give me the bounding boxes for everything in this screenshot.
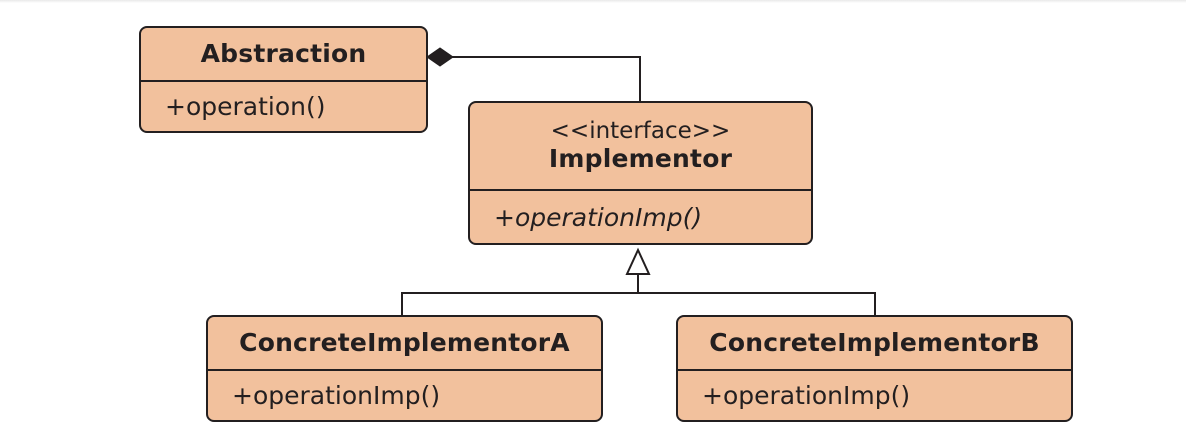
composition-connector [426,47,641,103]
class-implementor[interactable]: <<interface>> Implementor +operationImp(… [468,101,813,245]
composition-diamond [426,47,454,67]
class-name: Implementor [548,143,733,173]
operation-label: +operation() [165,92,326,121]
class-name: Abstraction [200,38,367,68]
composition-line [452,56,641,103]
class-operations: +operationImp() [208,371,601,420]
realization-triangle-arrowhead [625,247,651,275]
operation-label: +operationImp() [702,381,911,410]
class-name: ConcreteImplementorA [239,327,570,357]
class-abstraction[interactable]: Abstraction +operation() [139,26,428,133]
class-header: <<interface>> Implementor [470,103,811,191]
class-header: Abstraction [141,28,426,82]
stereotype-label: <<interface>> [550,118,731,145]
realization-connector [401,247,876,316]
class-header: ConcreteImplementorB [678,317,1071,371]
class-concrete-implementor-a[interactable]: ConcreteImplementorA +operationImp() [206,315,603,422]
class-name: ConcreteImplementorB [709,327,1040,357]
class-header: ConcreteImplementorA [208,317,601,371]
operation-label: +operationImp() [494,202,703,232]
class-concrete-implementor-b[interactable]: ConcreteImplementorB +operationImp() [676,315,1073,422]
class-operations: +operation() [141,82,426,131]
operation-label: +operationImp() [232,381,441,410]
class-operations: +operationImp() [470,191,811,243]
top-shadow-bar [0,0,1186,3]
class-operations: +operationImp() [678,371,1071,420]
